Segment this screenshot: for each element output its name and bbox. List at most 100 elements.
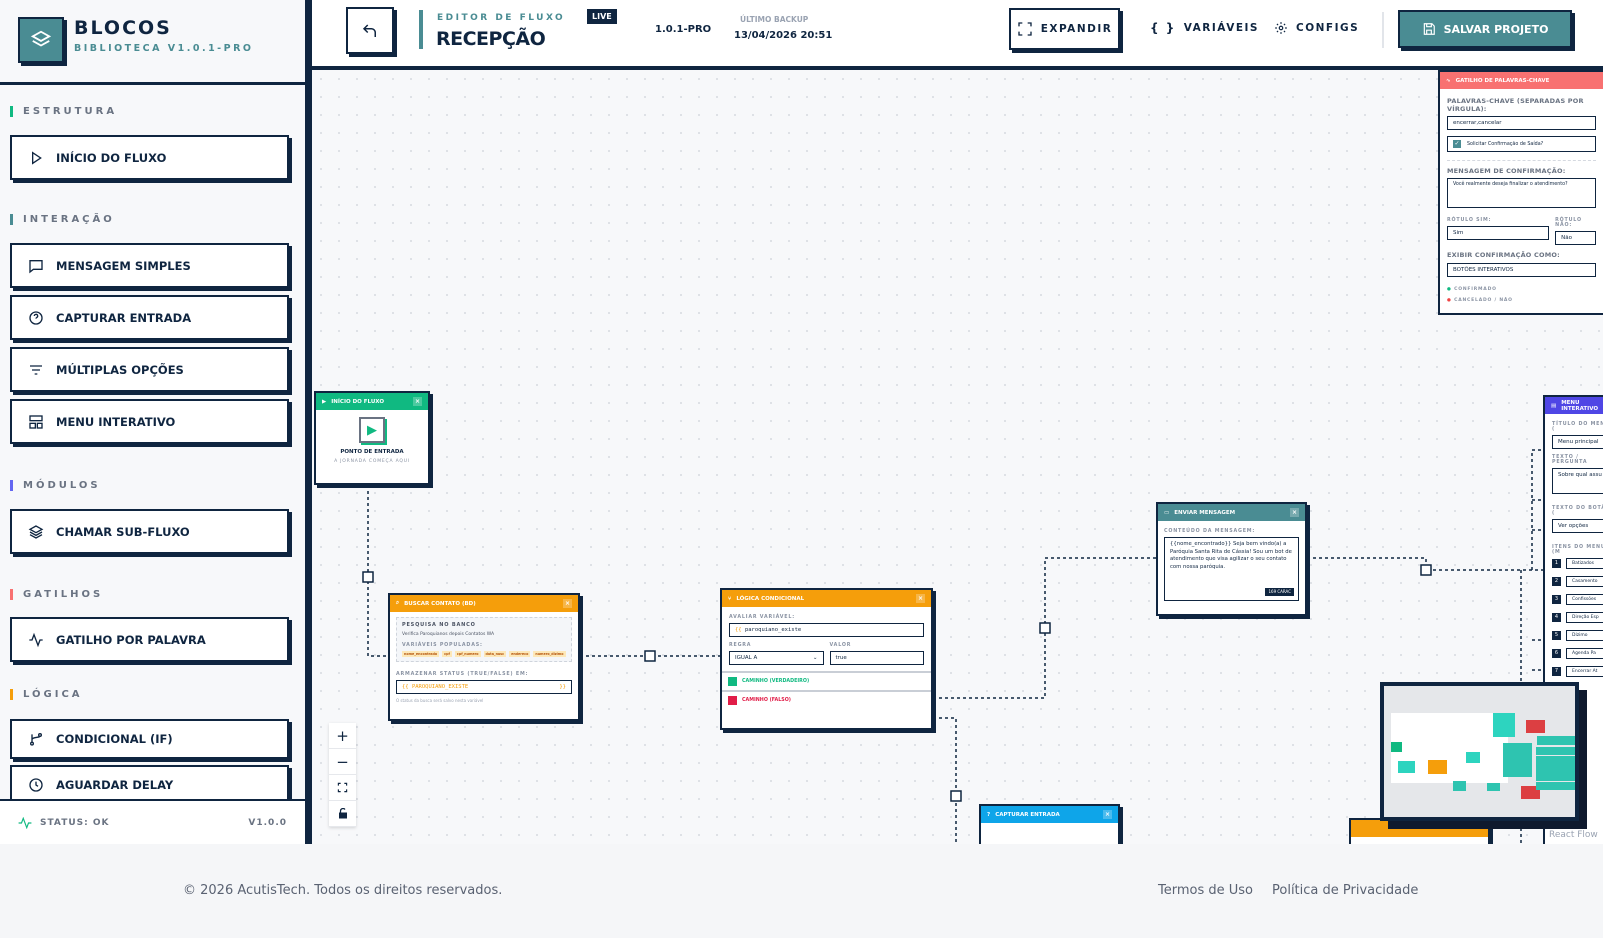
message-content: {{nome_encontrado}} Seja bem vindo(a) a … — [1170, 541, 1292, 571]
output-cancel[interactable]: ● CANCELADO / NÃO — [1447, 297, 1513, 303]
menu-item-input[interactable]: Confissões — [1566, 594, 1603, 605]
close-icon[interactable]: × — [563, 599, 572, 608]
minimap-node — [1466, 752, 1480, 763]
false-path-output[interactable]: CAMINHO (FALSO) — [722, 690, 931, 709]
show-as-select[interactable]: BOTÕES INTERATIVOS — [1447, 262, 1596, 277]
variable-chip: nome_encontrado — [402, 651, 440, 657]
node-header[interactable]: ⌕ BUSCAR CONTATO (BD)× — [390, 595, 578, 612]
close-icon[interactable]: × — [1290, 508, 1299, 517]
node-header[interactable]: ∿ GATILHO DE PALAVRAS-CHAVE — [1440, 72, 1603, 89]
menu-item-input[interactable]: Direção Esp — [1566, 612, 1603, 623]
version-text: V1.0.0 — [248, 817, 287, 828]
confirm-checkbox-row[interactable]: ✓Solicitar Confirmação de Saída? — [1447, 136, 1596, 153]
variable-chip: numero_dizimo — [533, 651, 566, 657]
keywords-input[interactable]: encerrar,cancelar — [1447, 116, 1596, 131]
layers-icon — [28, 524, 44, 539]
block-item[interactable]: MÚLTIPLAS OPÇÕES — [10, 347, 289, 392]
section-label: ESTRUTURA — [10, 106, 117, 117]
block-item[interactable]: CAPTURAR ENTRADA — [10, 295, 289, 340]
confirm-msg-textarea[interactable]: Você realmente deseja finalizar o atendi… — [1447, 178, 1596, 209]
menu-item-input[interactable]: Dízimo — [1566, 630, 1603, 641]
save-project-button[interactable]: SALVAR PROJETO — [1398, 10, 1572, 48]
node-header[interactable]: ▤ MENU INTERATIVO — [1545, 397, 1603, 414]
message-textarea[interactable]: {{nome_encontrado}} Seja bem vindo(a) a … — [1164, 537, 1299, 601]
yes-input[interactable]: Sim — [1447, 226, 1550, 241]
node-start[interactable]: ▶ INÍCIO DO FLUXO× ▶ PONTO DE ENTRADA A … — [314, 391, 430, 485]
checkbox-checked[interactable]: ✓ — [1453, 140, 1461, 149]
lock-button[interactable] — [329, 801, 356, 827]
node-header[interactable]: ? CAPTURAR ENTRADA× — [981, 806, 1118, 823]
block-item[interactable]: CONDICIONAL (IF) — [10, 719, 289, 759]
block-item[interactable]: MENU INTERATIVO — [10, 399, 289, 444]
react-flow-attribution[interactable]: React Flow — [1549, 830, 1598, 840]
menu-item-input[interactable]: Batizados — [1566, 558, 1603, 569]
zoom-in-button[interactable]: + — [329, 723, 356, 749]
node-label: PONTO DE ENTRADA — [340, 449, 404, 455]
privacy-link[interactable]: Política de Privacidade — [1272, 883, 1419, 898]
output-confirmed[interactable]: ● CONFIRMADO — [1447, 286, 1497, 292]
node-header[interactable]: ▶ INÍCIO DO FLUXO× — [316, 393, 428, 410]
minimap-node — [1391, 742, 1402, 752]
rule-select[interactable]: IGUAL A⌄ — [729, 651, 824, 665]
node-header[interactable]: ⑂ LÓGICA CONDICIONAL× — [722, 590, 931, 607]
node-search-contact[interactable]: ⌕ BUSCAR CONTATO (BD)× PESQUISA NO BANCO… — [388, 593, 580, 721]
true-path-output[interactable]: CAMINHO (VERDADEIRO) — [722, 671, 931, 690]
fit-view-button[interactable] — [329, 775, 356, 801]
menu-title-input[interactable]: Menu principal — [1552, 435, 1603, 449]
node-keyword-trigger[interactable]: ∿ GATILHO DE PALAVRAS-CHAVE PALAVRAS-CHA… — [1438, 70, 1603, 315]
node-logic-conditional[interactable]: ⑂ LÓGICA CONDICIONAL× AVALIAR VARIÁVEL: … — [720, 588, 933, 730]
minimap-node — [1428, 760, 1447, 774]
node-header[interactable]: ▭ ENVIAR MENSAGEM× — [1158, 504, 1305, 521]
node-capture-input[interactable]: ? CAPTURAR ENTRADA× — [979, 804, 1120, 844]
menu-item-input[interactable]: Agenda Pa — [1566, 648, 1603, 659]
zoom-out-button[interactable]: − — [329, 749, 356, 775]
play-icon: ▶ — [359, 417, 385, 443]
block-item[interactable]: CHAMAR SUB-FLUXO — [10, 509, 289, 554]
eval-variable-input[interactable]: {{ paroquiano_existe — [729, 623, 924, 637]
terms-link[interactable]: Termos de Uso — [1158, 883, 1253, 898]
expand-button[interactable]: EXPANDIR — [1009, 8, 1120, 50]
menu-item-input[interactable]: Encerrar At — [1566, 666, 1603, 677]
save-label: SALVAR PROJETO — [1443, 22, 1549, 36]
x-icon — [728, 696, 737, 705]
close-icon[interactable]: × — [916, 594, 925, 603]
block-item-label: CHAMAR SUB-FLUXO — [56, 524, 190, 539]
node-send-message[interactable]: ▭ ENVIAR MENSAGEM× CONTEÚDO DA MENSAGEM:… — [1156, 502, 1307, 616]
no-input[interactable]: Não — [1555, 231, 1596, 246]
block-item[interactable]: MENSAGEM SIMPLES — [10, 243, 289, 288]
menu-item-input[interactable]: Casamento — [1566, 576, 1603, 587]
minimap-node — [1521, 786, 1540, 799]
node-partial[interactable] — [1349, 818, 1490, 844]
unlock-icon — [338, 808, 347, 819]
store-label: ARMAZENAR STATUS (TRUE/FALSE) EM: — [396, 672, 529, 677]
rule-value: IGUAL A — [735, 655, 758, 661]
back-button[interactable] — [346, 7, 394, 54]
menu-text-textarea[interactable]: Sobre qual assu — [1552, 468, 1603, 494]
block-item-label: CAPTURAR ENTRADA — [56, 310, 192, 325]
value-input[interactable]: true — [829, 651, 924, 665]
close-icon[interactable]: × — [413, 397, 422, 406]
flow-canvas[interactable]: ▶ INÍCIO DO FLUXO× ▶ PONTO DE ENTRADA A … — [312, 70, 1603, 844]
store-variable-input[interactable]: {{ PAROQUIANO_EXISTE}} — [396, 680, 572, 694]
close-icon[interactable]: × — [1103, 810, 1112, 819]
edge-delete-button — [950, 790, 962, 802]
configs-button[interactable]: CONFIGS — [1274, 21, 1359, 35]
edge-delete-button — [362, 571, 374, 583]
content-label: CONTEÚDO DA MENSAGEM: — [1164, 529, 1256, 534]
block-item[interactable]: INÍCIO DO FLUXO — [10, 135, 289, 180]
menu-button-input[interactable]: Ver opções — [1552, 519, 1603, 533]
variables-button[interactable]: { } VARIÁVEIS — [1150, 21, 1259, 35]
node-title: GATILHO DE PALAVRAS-CHAVE — [1455, 77, 1550, 84]
minimap[interactable] — [1380, 682, 1579, 821]
node-header[interactable] — [1351, 820, 1488, 837]
block-item[interactable]: GATILHO POR PALAVRA — [10, 617, 289, 662]
menu-button-label: TEXTO DO BOTÃO ( — [1552, 506, 1603, 516]
